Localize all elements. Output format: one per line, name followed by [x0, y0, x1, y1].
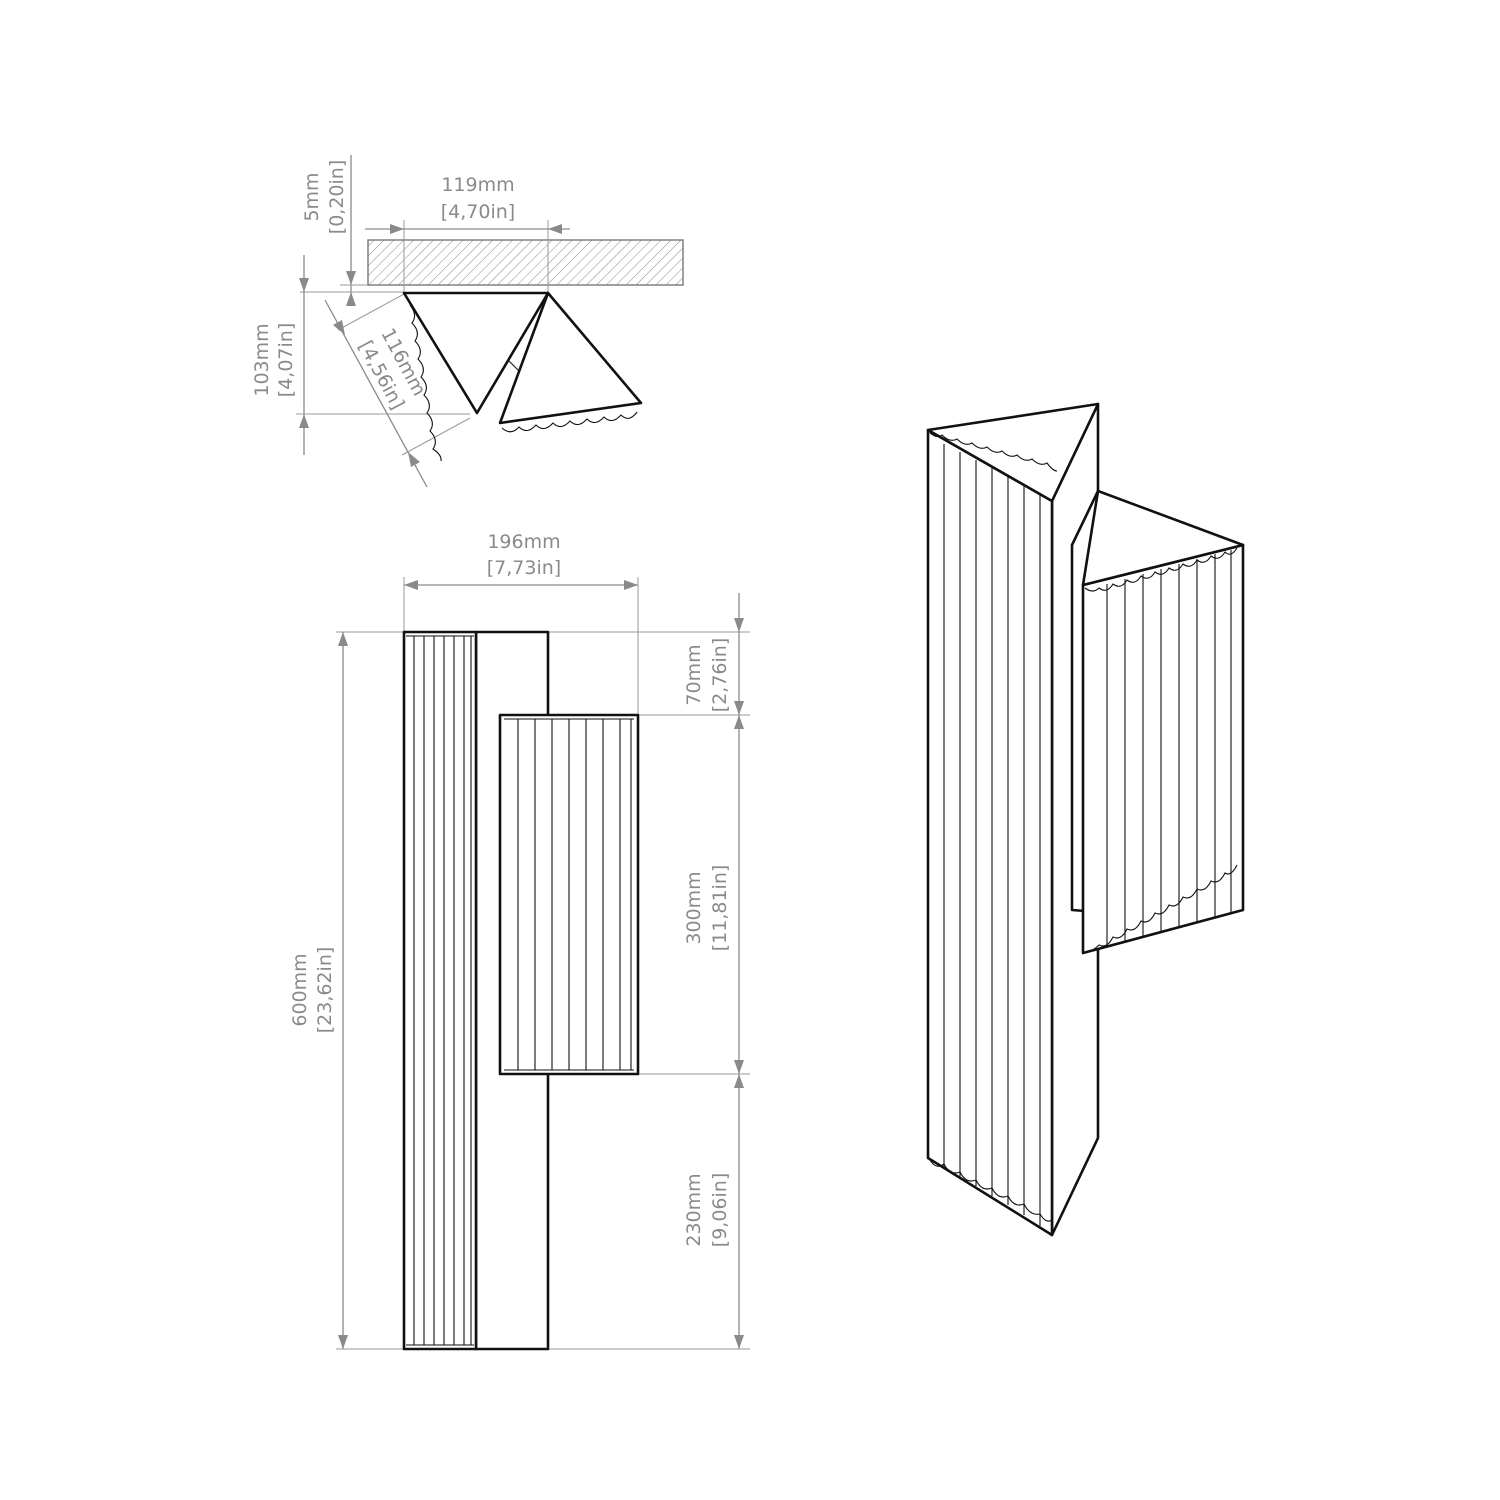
- front-view: 196mm [7,73in] 600mm [23,62in] 7: [289, 531, 750, 1351]
- perspective-short-top: [1081, 489, 1245, 587]
- top-width-mm: 119mm: [441, 174, 514, 196]
- top-depth-mm: 5mm: [301, 172, 323, 221]
- top-height-mm: 103mm: [251, 323, 273, 396]
- perspective-tall-face: [926, 428, 1054, 1237]
- total-height-mm: 600mm: [289, 953, 311, 1026]
- top-depth-in: [0,20in]: [326, 160, 348, 234]
- dim-right-stack: 70mm [2,76in] 300mm [11,81in] 230mm [9,0…: [548, 593, 750, 1350]
- total-height-in: [23,62in]: [314, 947, 336, 1034]
- tall-column: [402, 630, 478, 1351]
- perspective-tall-top: [926, 402, 1100, 503]
- dim-total-height: 600mm [23,62in]: [289, 631, 404, 1350]
- top-width-in: [4,70in]: [441, 201, 515, 223]
- lower-offset-mm: 230mm: [683, 1173, 705, 1246]
- perspective-view: [926, 402, 1245, 1237]
- top-view-triangles: [402, 291, 643, 462]
- dim-top-width: 119mm [4,70in]: [365, 174, 570, 292]
- top-view: 119mm [4,70in] 5mm [0,20in] 103mm [4,07i…: [251, 155, 684, 488]
- front-width-in: [7,73in]: [487, 557, 561, 579]
- tall-column-flutes: [406, 635, 474, 1346]
- front-width-mm: 196mm: [487, 531, 560, 553]
- perspective-tall-flutes: [929, 444, 1053, 1226]
- short-module-flutes: [504, 718, 634, 1071]
- dim-front-width: 196mm [7,73in]: [403, 531, 639, 715]
- dim-top-depth: 5mm [0,20in]: [300, 155, 404, 306]
- wall-hatch: [367, 239, 684, 286]
- upper-offset-mm: 70mm: [683, 644, 705, 705]
- dim-top-height: 103mm [4,07in]: [251, 255, 470, 455]
- module-height-mm: 300mm: [683, 871, 705, 944]
- upper-offset-in: [2,76in]: [709, 638, 731, 712]
- module-height-in: [11,81in]: [709, 865, 731, 952]
- perspective-short-flutes: [1084, 547, 1238, 954]
- lower-offset-in: [9,06in]: [709, 1173, 731, 1247]
- top-height-in: [4,07in]: [275, 323, 297, 397]
